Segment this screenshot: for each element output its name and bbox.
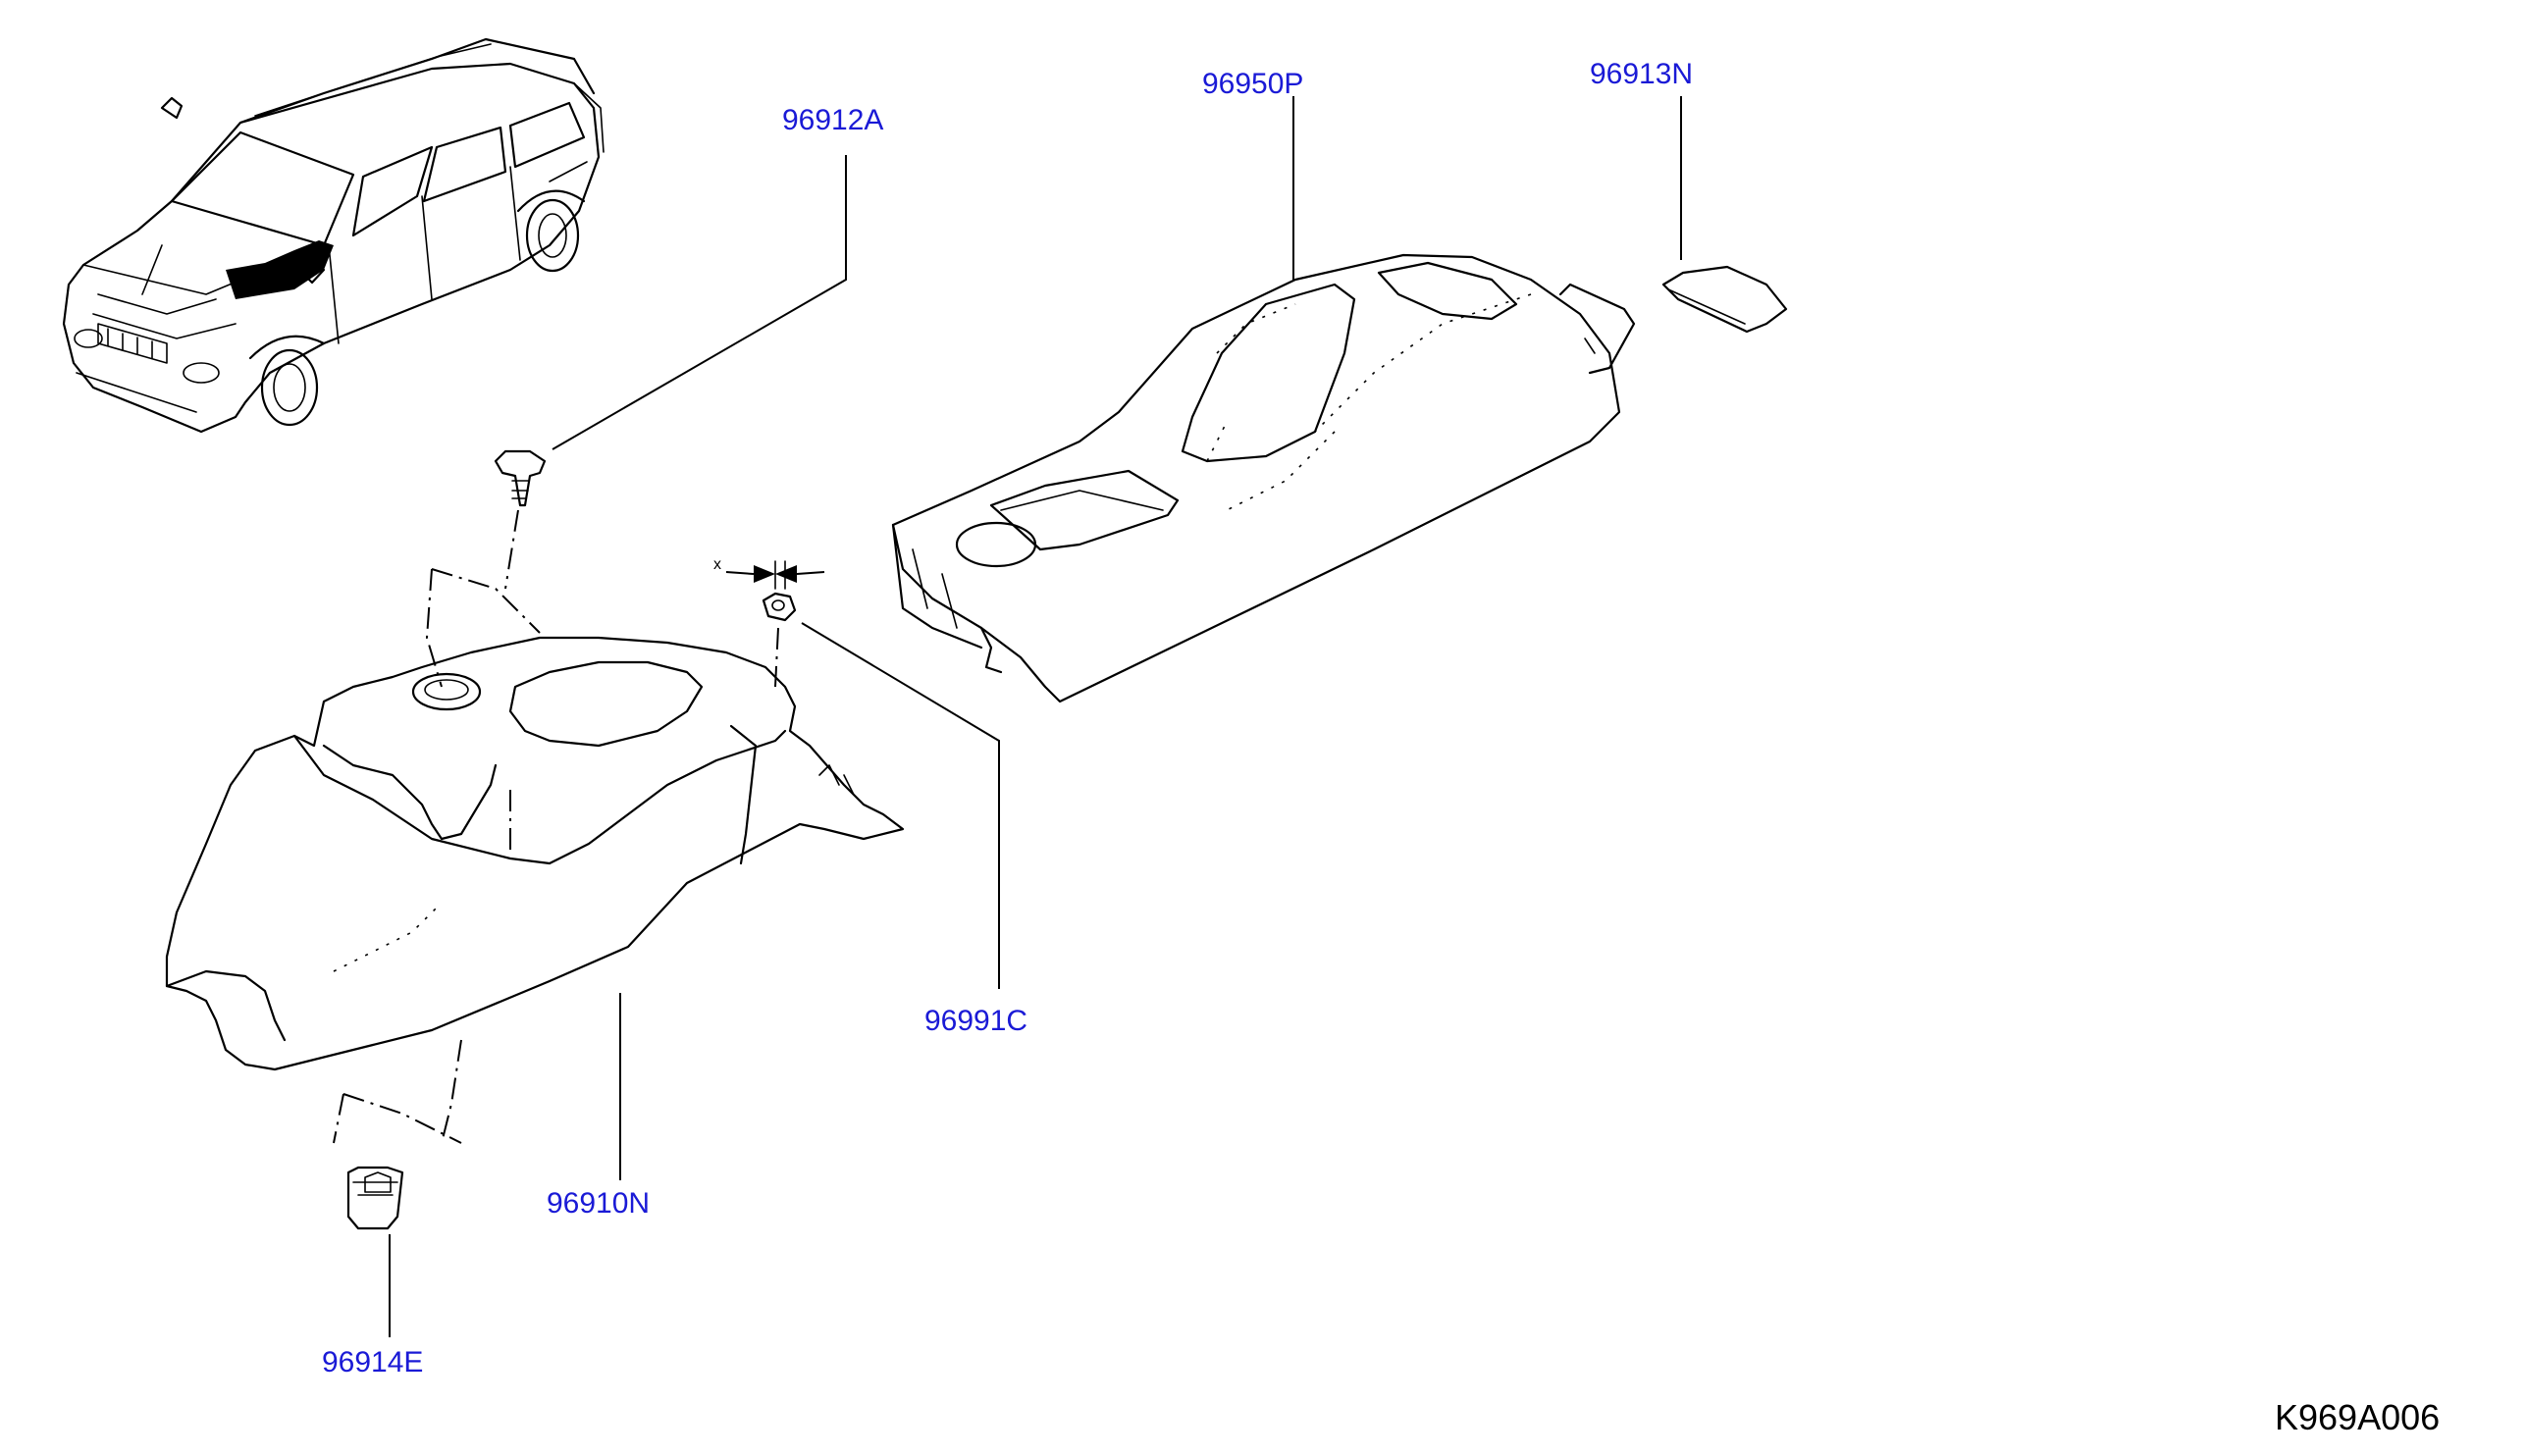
diagram-code: K969A006 xyxy=(2275,1397,2440,1437)
part-label-96991C: 96991C xyxy=(924,1005,1027,1037)
lower-console-96910N xyxy=(165,568,905,1144)
center-console-96950P xyxy=(891,253,1636,703)
vehicle-illustration xyxy=(62,37,605,434)
leader-lines xyxy=(389,96,1682,1337)
part-label-96950P: 96950P xyxy=(1202,68,1303,100)
lid-96913N xyxy=(1661,265,1788,334)
part-label-96912A: 96912A xyxy=(782,104,883,136)
dimension-mark: x xyxy=(713,556,721,573)
part-label-96914E: 96914E xyxy=(322,1346,423,1378)
screw-96912A xyxy=(494,449,547,590)
part-label-96913N: 96913N xyxy=(1590,58,1693,90)
nut-96991C: x xyxy=(713,556,825,688)
part-label-96910N: 96910N xyxy=(547,1187,650,1220)
clip-96914E xyxy=(346,1166,404,1230)
